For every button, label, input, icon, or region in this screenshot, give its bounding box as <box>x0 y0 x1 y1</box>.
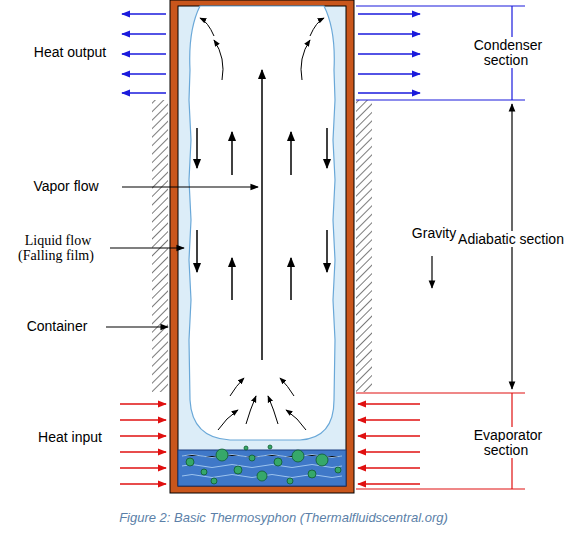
gravity-arrow <box>431 256 432 288</box>
part-label: Heat output <box>22 45 118 60</box>
part-label: Gravity <box>404 226 464 241</box>
part-label: Condenser section <box>452 38 562 68</box>
label-text: Evaporator section <box>472 427 542 458</box>
label-text: Heat input <box>36 429 104 445</box>
leader-lines <box>106 187 258 327</box>
part-label: Adiabatic section <box>456 232 566 247</box>
label-text: Heat output <box>32 44 108 60</box>
vapor-core <box>189 6 335 440</box>
insulation-hatch <box>152 100 168 392</box>
flow-arrows <box>197 18 327 430</box>
part-label: Heat input <box>22 430 118 445</box>
label-text: Condenser section <box>472 37 543 68</box>
part-label: Vapor flow <box>12 179 120 194</box>
insulation-hatch <box>356 100 372 392</box>
part-label: Evaporator section <box>452 428 562 458</box>
label-text: Adiabatic section <box>456 231 566 247</box>
heat-output-arrows <box>122 14 420 93</box>
label-text: Vapor flow <box>31 178 100 194</box>
container-wall <box>170 0 354 493</box>
part-label: Liquid flow (Falling film) <box>6 233 108 263</box>
label-text: Liquid flow (Falling film) <box>18 233 96 263</box>
label-text: Container <box>25 318 90 334</box>
label-text: Gravity <box>410 225 458 241</box>
vapor-bubbles <box>186 445 341 484</box>
liquid-film <box>178 6 346 486</box>
part-label: Container <box>10 319 104 334</box>
heat-input-arrows <box>120 404 420 484</box>
liquid-pool <box>178 450 346 486</box>
figure-caption: Figure 2: Basic Thermosyphon (Thermalflu… <box>0 510 567 525</box>
